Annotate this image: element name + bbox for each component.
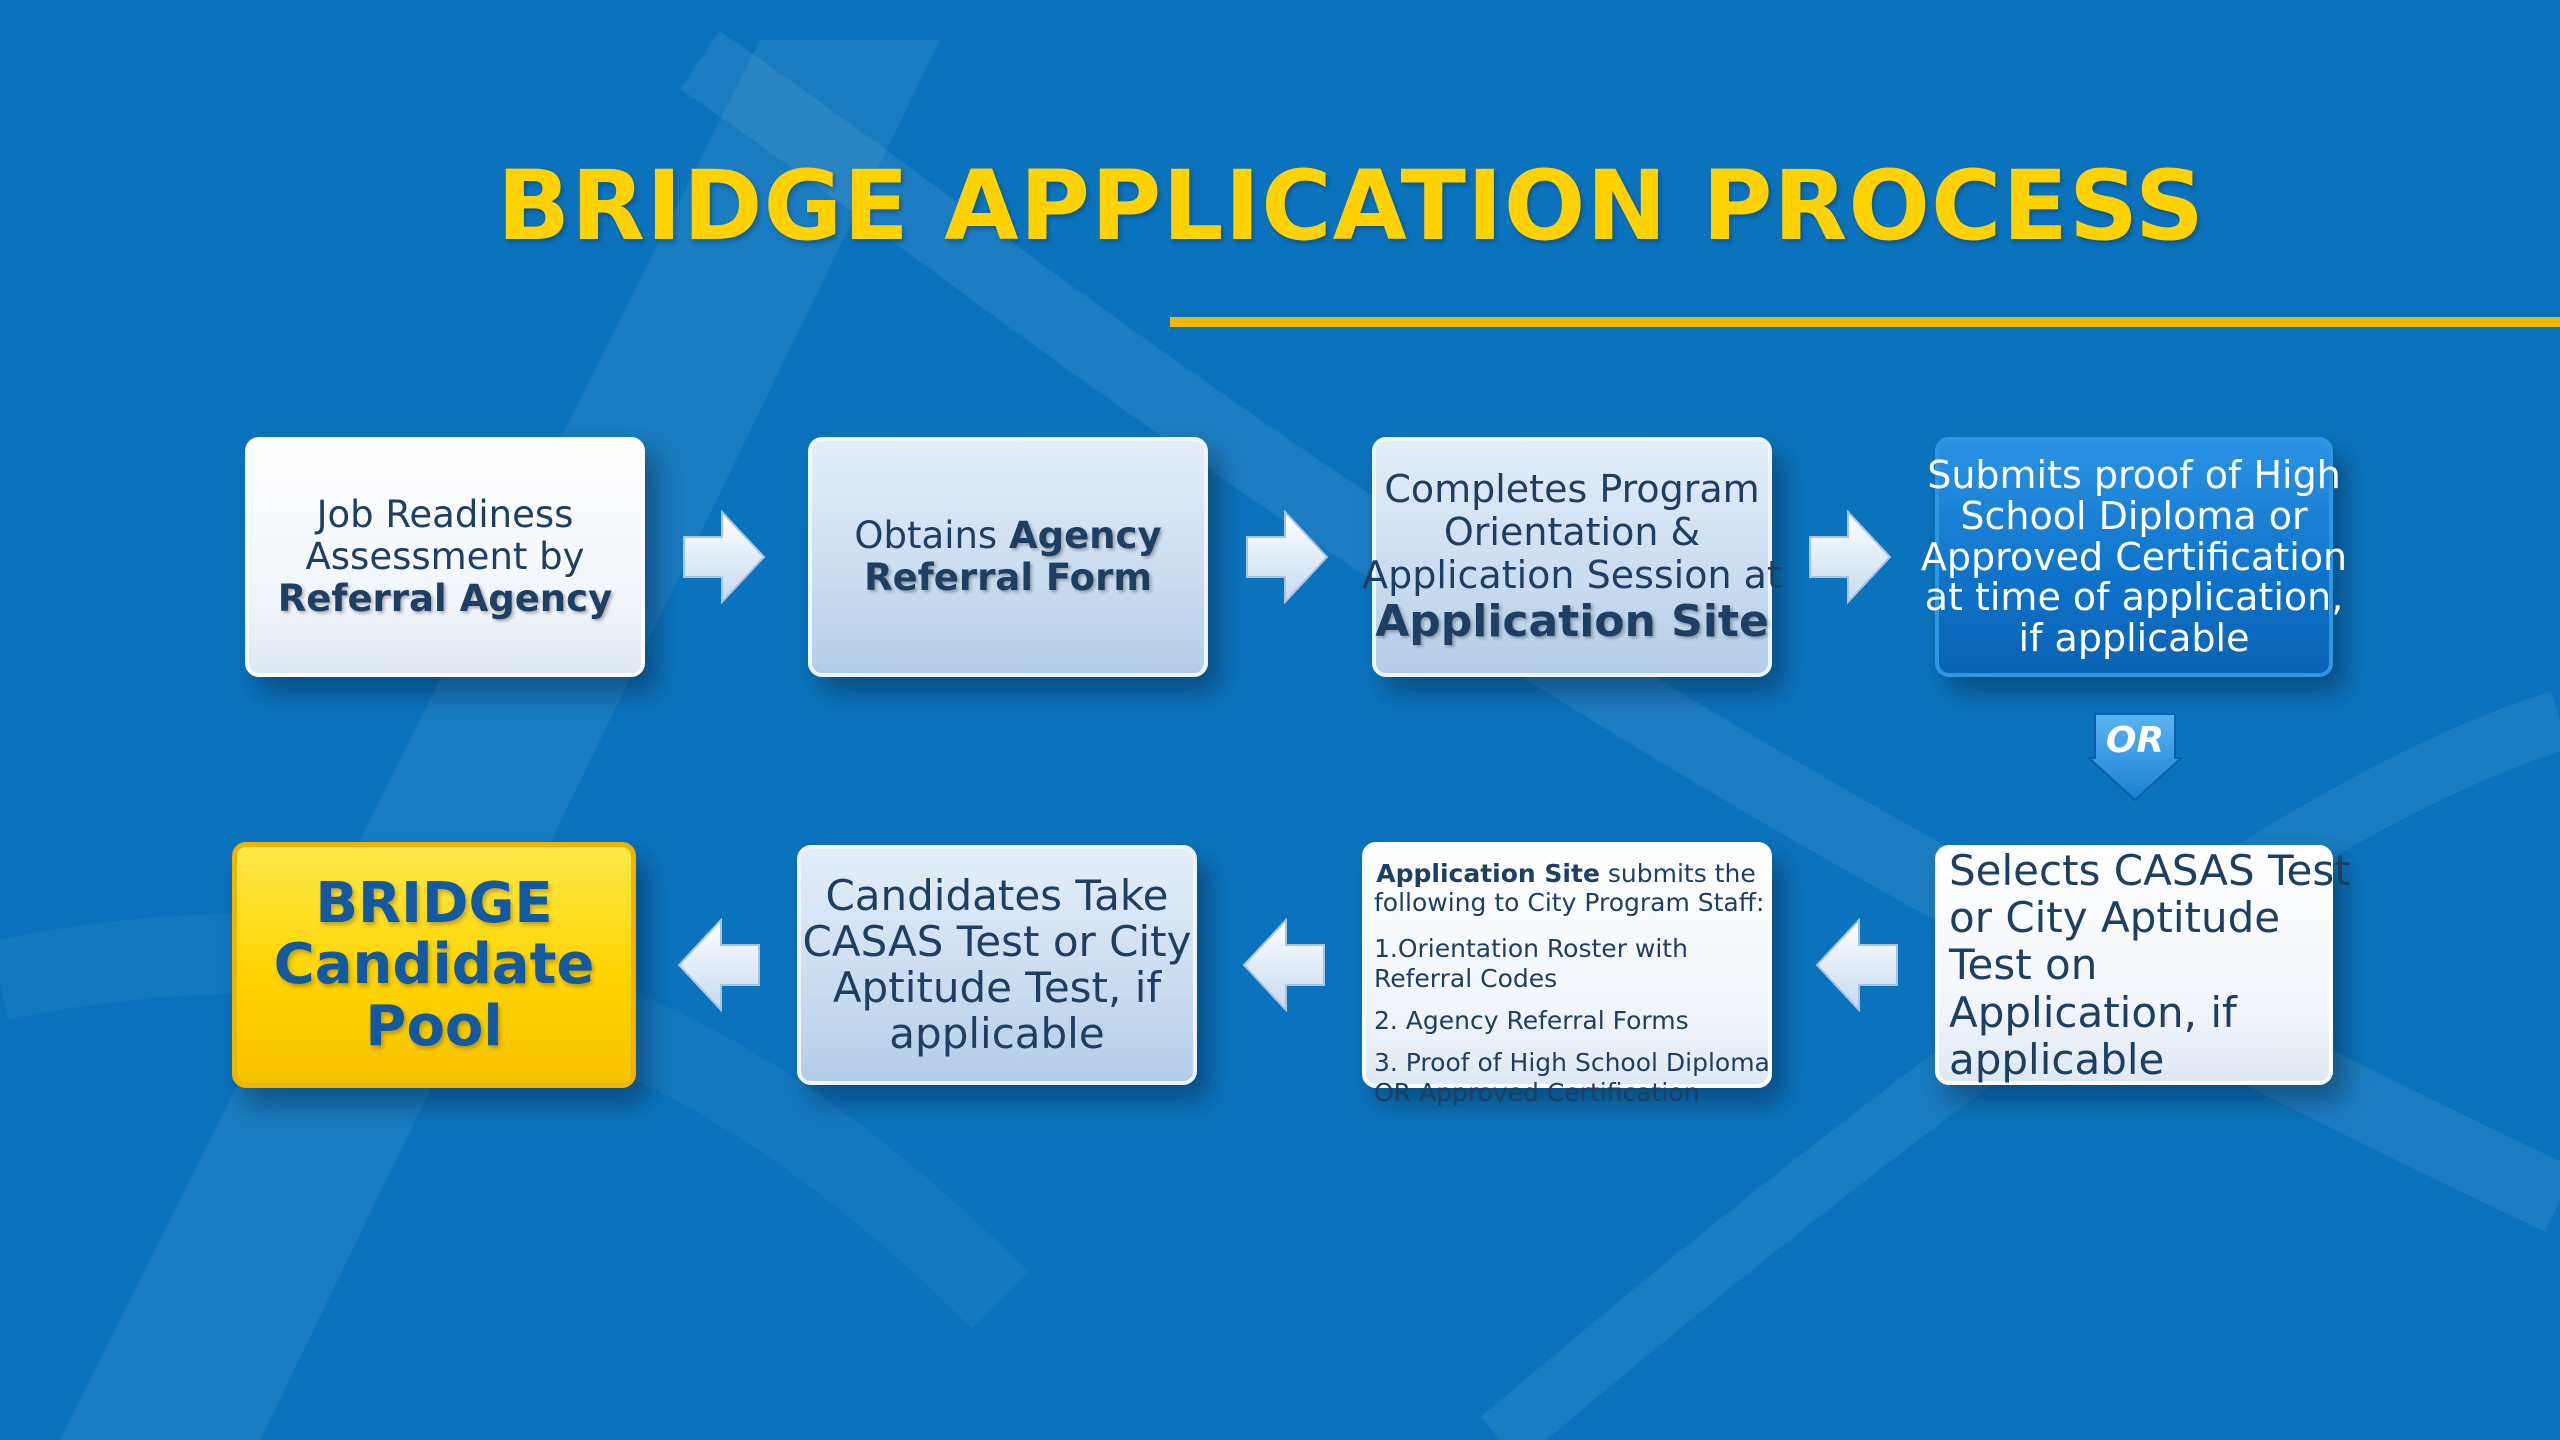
arrow-icon: [1246, 510, 1329, 604]
step-text: submits the: [1599, 859, 1756, 888]
step-text-bold: BRIDGE: [315, 870, 553, 936]
down-arrow-icon: [2087, 713, 2183, 802]
step-orientation-session: Completes Program Orientation & Applicat…: [1362, 437, 1782, 677]
step-text-bold: Pool: [365, 993, 503, 1059]
step-text: applicable: [889, 1009, 1105, 1059]
step-text-bold: Referral Agency: [277, 576, 613, 620]
list-item: 1.Orientation Roster with Referral Codes: [1374, 933, 1688, 993]
list-item: 3. Proof of High School Diploma OR Appro…: [1374, 1047, 1770, 1107]
step-text: applicable: [1949, 1034, 2165, 1084]
step-text-bold: Referral Form: [864, 556, 1152, 599]
title-underline: [1170, 317, 2560, 327]
step-submit-proof: Submits proof of High School Diploma or …: [1921, 437, 2347, 677]
step-text: Aptitude Test, if: [832, 963, 1162, 1012]
step-text: Obtains: [854, 514, 1009, 558]
arrow-icon: [1242, 918, 1325, 1012]
step-text-bold: Application Site: [1375, 595, 1769, 647]
or-label: OR: [2105, 720, 2165, 761]
step-text: School Diploma or: [1960, 494, 2308, 539]
arrow-icon: [1809, 510, 1892, 604]
step-text: Job Readiness: [316, 493, 574, 537]
step-text: at time of application,: [1924, 575, 2344, 620]
arrow-icon: [1815, 918, 1898, 1012]
step-text: Submits proof of High: [1927, 453, 2341, 498]
step-text-bold: Candidate: [273, 932, 595, 998]
list-item: 2. Agency Referral Forms: [1374, 1005, 1689, 1035]
step-text: Test on: [1949, 940, 2098, 990]
step-text: Completes Program: [1384, 466, 1760, 511]
step-text: Orientation &: [1443, 509, 1701, 554]
step-text: following to City Program Staff:: [1374, 887, 1765, 917]
step-submit-to-city-staff: Application Site submits the following t…: [1362, 842, 1772, 1107]
step-text: Selects CASAS Test: [1949, 846, 2351, 896]
step-text: CASAS Test or City: [802, 916, 1192, 966]
step-agency-referral-form: Obtains Agency Referral Form: [808, 437, 1208, 677]
step-text: Application Session at: [1362, 552, 1782, 597]
step-text-bold: Application Site: [1376, 859, 1600, 888]
step-text-bold: Agency: [1008, 514, 1162, 558]
step-referral-assessment: Job Readiness Assessment by Referral Age…: [245, 437, 645, 677]
step-text: or City Aptitude: [1949, 893, 2281, 943]
step-heading: Application Site submits the following t…: [1374, 859, 1765, 918]
arrow-icon: [683, 510, 766, 604]
page-title: BRIDGE APPLICATION PROCESS: [497, 150, 2205, 262]
bridge-candidate-pool: BRIDGE Candidate Pool: [232, 842, 636, 1088]
step-text: if applicable: [2018, 615, 2250, 660]
step-text: Approved Certification: [1920, 534, 2348, 579]
step-select-test: Selects CASAS Test or City Aptitude Test…: [1935, 845, 2351, 1085]
step-text: Candidates Take: [825, 870, 1169, 920]
arrow-icon: [677, 918, 760, 1012]
step-text: Assessment by: [305, 535, 585, 579]
step-text: Application, if: [1949, 987, 2237, 1037]
step-take-test: Candidates Take CASAS Test or City Aptit…: [797, 845, 1197, 1085]
